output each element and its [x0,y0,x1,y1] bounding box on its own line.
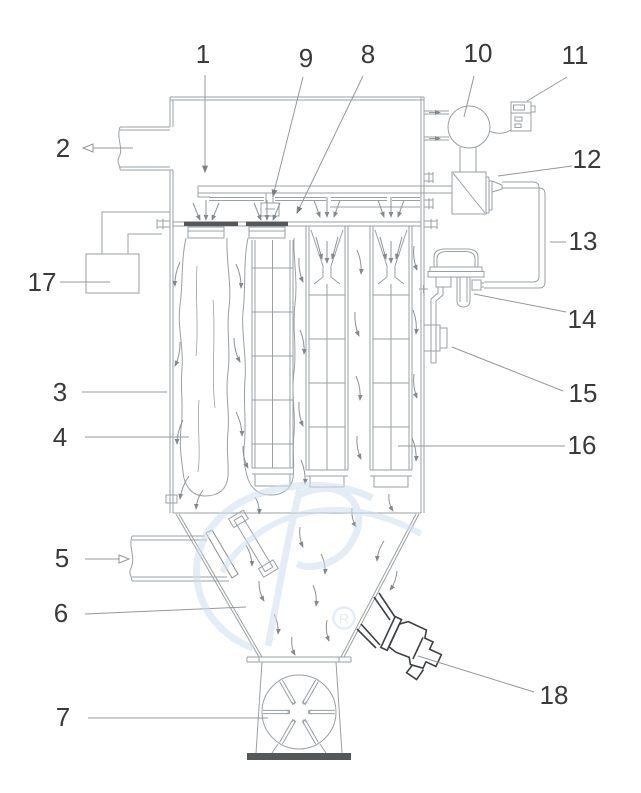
label-11: 11 [562,40,589,70]
baffle-plate [227,509,279,578]
label-9: 9 [299,43,313,73]
rotary-valve [247,661,351,760]
solenoid-controller [488,101,536,134]
watermark-logo: R [193,481,423,652]
filter-bag-2 [242,226,297,496]
filter-bag-1 [178,226,231,497]
label-4: 4 [53,422,67,452]
controller-box [85,211,170,294]
pulse-valve [451,171,503,215]
label-17: 17 [28,267,57,297]
diaphragm-valve [419,248,485,364]
tube-sheet [156,172,438,229]
filter-bag-4 [369,226,413,488]
label-13: 13 [569,226,598,256]
label-10: 10 [464,38,493,68]
hopper [175,513,420,663]
label-6: 6 [54,598,68,628]
label-8: 8 [361,39,375,69]
pulse-pipe [484,181,546,289]
blow-manifold [197,185,452,217]
part-labels: 1 2 3 4 5 6 7 8 9 10 11 12 13 14 15 16 1… [28,38,602,732]
label-15: 15 [569,378,598,408]
label-1: 1 [196,39,210,69]
registered-mark: R [339,611,349,627]
label-2: 2 [56,133,70,163]
pulse-air-tank [424,105,491,172]
label-3: 3 [53,377,67,407]
outlet-duct [117,126,173,171]
wall-device [423,324,448,352]
filter-bag-3 [305,226,349,488]
discharge-vibrator [356,592,443,681]
collector-body [85,96,546,760]
leader-lines [60,75,573,719]
label-18: 18 [540,680,569,710]
label-5: 5 [55,543,69,573]
inlet-duct [129,529,239,582]
label-12: 12 [573,144,602,174]
label-7: 7 [56,702,70,732]
label-14: 14 [568,304,597,334]
label-16: 16 [568,430,597,460]
